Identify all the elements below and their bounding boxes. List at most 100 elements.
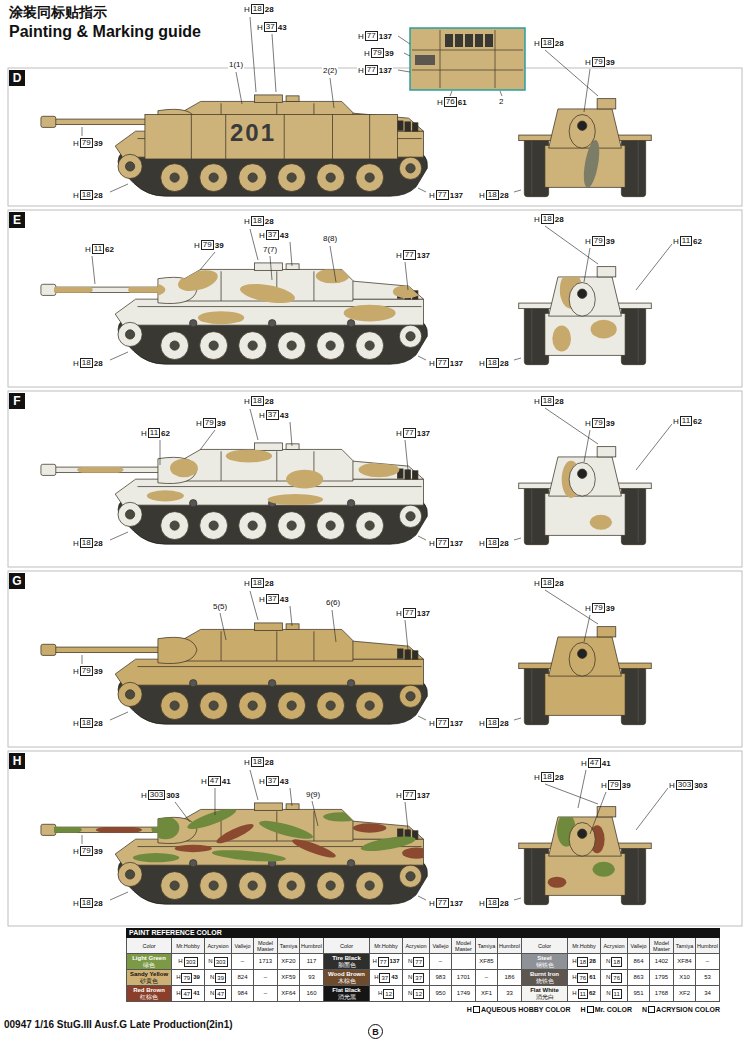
paint-code: 61 bbox=[589, 974, 596, 981]
paint-prefix: H bbox=[396, 251, 402, 260]
paint-callout: H1828 bbox=[478, 190, 510, 200]
paint-code: 28 bbox=[589, 958, 596, 965]
paint-code-boxed: 18 bbox=[486, 718, 499, 728]
paint-value-cell: 1749 bbox=[452, 986, 476, 1002]
paint-prefix: H bbox=[437, 98, 443, 107]
paint-code: 303 bbox=[166, 791, 179, 800]
brand-box-symbol bbox=[473, 1006, 480, 1013]
paint-code: 62 bbox=[693, 417, 702, 426]
paint-callout: H3743 bbox=[258, 410, 290, 420]
paint-callout: H1828 bbox=[478, 358, 510, 368]
paint-callout: H77137 bbox=[428, 358, 464, 368]
paint-code-boxed: 79 bbox=[80, 846, 93, 856]
tank-side-view bbox=[41, 623, 427, 724]
table-header-cell: Mr.Hobby bbox=[370, 938, 403, 954]
table-header-cell: Mr.Hobby bbox=[568, 938, 601, 954]
column-header: Color bbox=[538, 943, 551, 949]
paint-value-cell: 93 bbox=[300, 970, 324, 986]
paint-value: XF84 bbox=[677, 958, 691, 965]
mr-hobby-cell: H7939 bbox=[172, 970, 205, 986]
paint-value: X10 bbox=[679, 974, 690, 981]
paint-code-boxed: 303 bbox=[184, 957, 198, 967]
column-header: Vallejo bbox=[234, 943, 250, 949]
paint-callout: H7939 bbox=[584, 236, 616, 246]
paint-callout: H3743 bbox=[256, 22, 288, 32]
paint-callout: H7939 bbox=[584, 418, 616, 428]
paint-prefix: H bbox=[429, 539, 435, 548]
paint-code: N bbox=[408, 974, 412, 981]
column-header: Tamiya bbox=[478, 943, 495, 949]
paint-code-row: N47 bbox=[210, 989, 226, 999]
paint-code: 28 bbox=[94, 191, 103, 200]
paint-code-boxed: 37 bbox=[266, 230, 279, 240]
paint-value-cell: 984 bbox=[232, 986, 254, 1002]
paint-code-boxed: 18 bbox=[486, 538, 499, 548]
brand-entry: HAQUEOUS HOBBY COLOR bbox=[467, 1005, 571, 1014]
paint-callout: H1828 bbox=[478, 538, 510, 548]
acrysion-cell: N37 bbox=[403, 970, 430, 986]
row-letter-box: D bbox=[9, 70, 25, 86]
column-header: Tamiya bbox=[676, 943, 693, 949]
paint-prefix: H bbox=[196, 419, 202, 428]
mr-hobby-cell: H12 bbox=[370, 986, 403, 1002]
paint-code: 28 bbox=[265, 397, 274, 406]
paint-callout: H7939 bbox=[363, 48, 395, 58]
paint-value: 1701 bbox=[457, 974, 470, 981]
paint-callout: H77137 bbox=[357, 31, 393, 41]
paint-prefix: H bbox=[85, 245, 91, 254]
paint-code-boxed: 77 bbox=[403, 250, 416, 260]
paint-code-boxed: 77 bbox=[436, 718, 449, 728]
paint-code-boxed: 79 bbox=[181, 973, 192, 983]
paint-value: 984 bbox=[237, 990, 247, 997]
column-header: Acrysion bbox=[603, 943, 624, 949]
brand-entry: NACRYSION COLOR bbox=[642, 1005, 720, 1014]
paint-prefix: H bbox=[73, 667, 79, 676]
paint-code-boxed: 79 bbox=[592, 236, 605, 246]
paint-callout: H1828 bbox=[243, 396, 275, 406]
paint-value: – bbox=[485, 974, 488, 981]
paint-prefix: H bbox=[358, 32, 364, 41]
paint-code-boxed: 79 bbox=[203, 418, 216, 428]
paint-code-boxed: 18 bbox=[611, 957, 622, 967]
table-header-cell: Mr.Hobby bbox=[172, 938, 205, 954]
column-header: Mr.Hobby bbox=[374, 943, 398, 949]
paint-value: – bbox=[439, 958, 442, 965]
paint-callout: H1828 bbox=[533, 578, 565, 588]
paint-callout: H1828 bbox=[72, 898, 104, 908]
paint-code: 137 bbox=[417, 609, 430, 618]
paint-code-boxed: 303 bbox=[676, 780, 693, 790]
color-name-chinese: 胎面色 bbox=[338, 962, 356, 969]
brand-entry: HMr. COLOR bbox=[581, 1005, 632, 1014]
paint-code: 39 bbox=[94, 667, 103, 676]
table-header-cell: Tamiya bbox=[674, 938, 696, 954]
paint-callout: H1162 bbox=[84, 244, 115, 254]
paint-value: XF2 bbox=[679, 990, 690, 997]
color-name: Tire Black bbox=[332, 955, 361, 962]
paint-code: 137 bbox=[417, 791, 430, 800]
paint-prefix: H bbox=[534, 397, 540, 406]
paint-prefix: H bbox=[601, 781, 607, 790]
node-text: E bbox=[13, 213, 21, 227]
paint-callout: H77137 bbox=[395, 608, 431, 618]
paint-code-boxed: 18 bbox=[486, 898, 499, 908]
paint-code: 137 bbox=[390, 958, 400, 965]
paint-value-cell bbox=[452, 954, 476, 970]
paint-value-cell: – bbox=[430, 954, 452, 970]
paint-code: 28 bbox=[555, 773, 564, 782]
brand-prefix: H bbox=[581, 1005, 586, 1014]
paint-code: 41 bbox=[222, 777, 231, 786]
paint-value-cell: 53 bbox=[696, 970, 720, 986]
paint-callout: H1162 bbox=[672, 236, 703, 246]
leader-lines bbox=[82, 17, 672, 900]
paint-callout: H7939 bbox=[195, 418, 227, 428]
paint-callout: H1828 bbox=[243, 578, 275, 588]
column-header: Mr.Hobby bbox=[176, 943, 200, 949]
paint-code-boxed: 79 bbox=[371, 48, 384, 58]
paint-value-cell: 1701 bbox=[452, 970, 476, 986]
paint-value: 864 bbox=[633, 958, 643, 965]
paint-code-boxed: 37 bbox=[264, 22, 277, 32]
mr-hobby-cell: H3743 bbox=[370, 970, 403, 986]
node-text: G bbox=[12, 574, 21, 588]
paint-code: 137 bbox=[450, 719, 463, 728]
color-name-chinese: 消光黑 bbox=[338, 994, 356, 1001]
